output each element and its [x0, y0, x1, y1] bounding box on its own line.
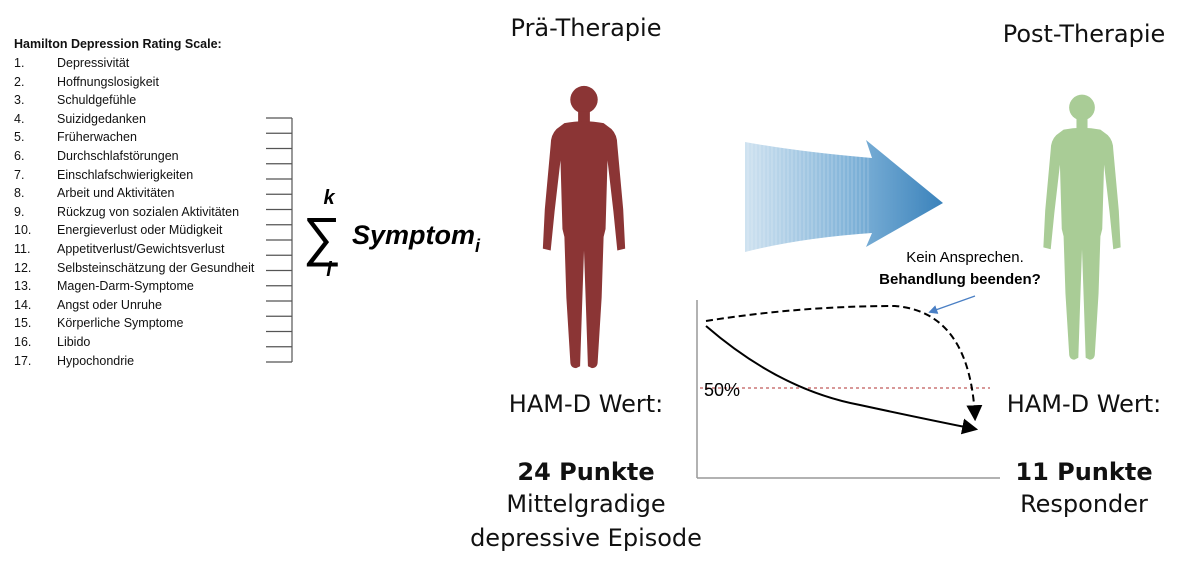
scale-item: 11. Appetitverlust/Gewichtsverlust	[14, 240, 284, 259]
scale-item-number: 1.	[14, 56, 25, 70]
scale-item-label: Suizidgedanken	[57, 111, 146, 126]
scale-item-label: Einschlafschwierigkeiten	[57, 167, 194, 182]
sum-lower-limit: i	[326, 259, 332, 281]
scale-item-number: 7.	[14, 167, 25, 182]
scale-item-label: Angst oder Unruhe	[57, 297, 162, 312]
pre-therapy-heading: Prä-Therapie	[510, 14, 662, 42]
scale-item: 4. Suizidgedanken	[14, 110, 284, 129]
callout-line-2: Behandlung beenden?	[879, 271, 1041, 288]
scale-item: 8. Arbeit und Aktivitäten	[14, 184, 284, 203]
scale-item: 5. Früherwachen	[14, 128, 284, 147]
scale-item: 10. Energieverlust oder Müdigkeit	[14, 221, 284, 240]
threshold-label: 50%	[704, 380, 740, 400]
scale-item: 13. Magen-Darm-Symptome	[14, 277, 284, 296]
scale-item-label: Selbsteinschätzung der Gesundheit	[57, 260, 255, 275]
pre-score-value: 24 Punkte	[517, 458, 655, 486]
scale-item: 14. Angst oder Unruhe	[14, 296, 284, 315]
pre-score-label: HAM-D Wert:	[508, 390, 664, 418]
sum-upper-limit: k	[323, 187, 335, 209]
scale-item-label: Hoffnungslosigkeit	[57, 74, 159, 89]
sigma-symbol: ∑	[303, 207, 342, 267]
scale-item-number: 3.	[14, 93, 25, 108]
pre-diagnosis-line-2: depressive Episode	[470, 524, 702, 552]
post-result: Responder	[1020, 490, 1148, 518]
scale-list: 1. Depressivität 2. Hoffnungslosigkeit 3. Sch…	[14, 54, 284, 370]
course-graph: 50%	[696, 300, 1000, 479]
scale-item-number: 12.	[14, 260, 32, 275]
post-score-value: 11 Punkte	[1015, 458, 1153, 486]
scale-item: 12. Selbsteinschätzung der Gesundheit	[14, 259, 284, 278]
scale-item-label: Energieverlust oder Müdigkeit	[57, 223, 223, 238]
scale-item-label: Appetitverlust/Gewichtsverlust	[57, 241, 225, 256]
scale-item: 9. Rückzug von sozialen Aktivitäten	[14, 203, 284, 222]
bracket-ticks	[266, 117, 292, 363]
scale-item-label: Depressivität	[57, 56, 130, 70]
callout-pointer	[928, 295, 976, 314]
scale-item-label: Arbeit und Aktivitäten	[57, 186, 175, 201]
scale-item-label: Durchschlafstörungen	[57, 148, 179, 163]
scale-item-number: 13.	[14, 279, 32, 294]
scale-item-label: Schuldgefühle	[57, 93, 137, 108]
scale-item-number: 14.	[14, 297, 32, 312]
scale-item-label: Früherwachen	[57, 130, 137, 145]
post-therapy-heading: Post-Therapie	[1002, 20, 1166, 48]
scale-item-number: 10.	[14, 223, 32, 238]
scale-item-label: Libido	[57, 334, 91, 349]
scale-item-label: Körperliche Symptome	[57, 316, 184, 331]
scale-item: 15. Körperliche Symptome	[14, 314, 284, 333]
scale-item: 16. Libido	[14, 333, 284, 352]
scale-item-number: 6.	[14, 148, 25, 163]
post-score-label: HAM-D Wert:	[1006, 390, 1162, 418]
scale-item-number: 9.	[14, 204, 25, 219]
symptom-term: Symptomi	[352, 220, 481, 256]
scale-item-label: Hypochondrie	[57, 353, 135, 368]
sum-formula: k ∑ i Symptomi	[303, 187, 481, 281]
non-response-curve	[705, 304, 983, 422]
scale-item-number: 4.	[14, 111, 25, 126]
scale-item: 1. Depressivität	[14, 54, 284, 73]
scale-item: 6. Durchschlafstörungen	[14, 147, 284, 166]
scale-item-label: Magen-Darm-Symptome	[57, 279, 194, 294]
post-therapy-figure	[1043, 94, 1121, 360]
scale-item-number: 15.	[14, 316, 32, 331]
scale-item: 3. Schuldgefühle	[14, 91, 284, 110]
arrow-stripes	[747, 142, 869, 252]
scale-item: 7. Einschlafschwierigkeiten	[14, 166, 284, 185]
scale-item-number: 17.	[14, 353, 32, 368]
scale-item-number: 5.	[14, 130, 25, 145]
scale-item-number: 11.	[14, 241, 31, 256]
scale-item-number: 2.	[14, 74, 25, 89]
symptom-bracket	[291, 118, 293, 362]
scale-item-label: Rückzug von sozialen Aktivitäten	[57, 204, 240, 219]
scale-item-number: 8.	[14, 186, 25, 201]
scale-title: Hamilton Depression Rating Scale:	[14, 37, 222, 51]
callout-line-1: Kein Ansprechen.	[906, 249, 1024, 266]
scale-item-number: 16.	[14, 334, 32, 349]
scale-item: 2. Hoffnungslosigkeit	[14, 73, 284, 92]
pre-therapy-figure	[542, 85, 626, 369]
scale-item: 17. Hypochondrie	[14, 352, 284, 371]
pre-diagnosis-line-1: Mittelgradige	[506, 490, 666, 518]
therapy-arrow	[745, 140, 943, 252]
response-curve	[705, 325, 979, 435]
